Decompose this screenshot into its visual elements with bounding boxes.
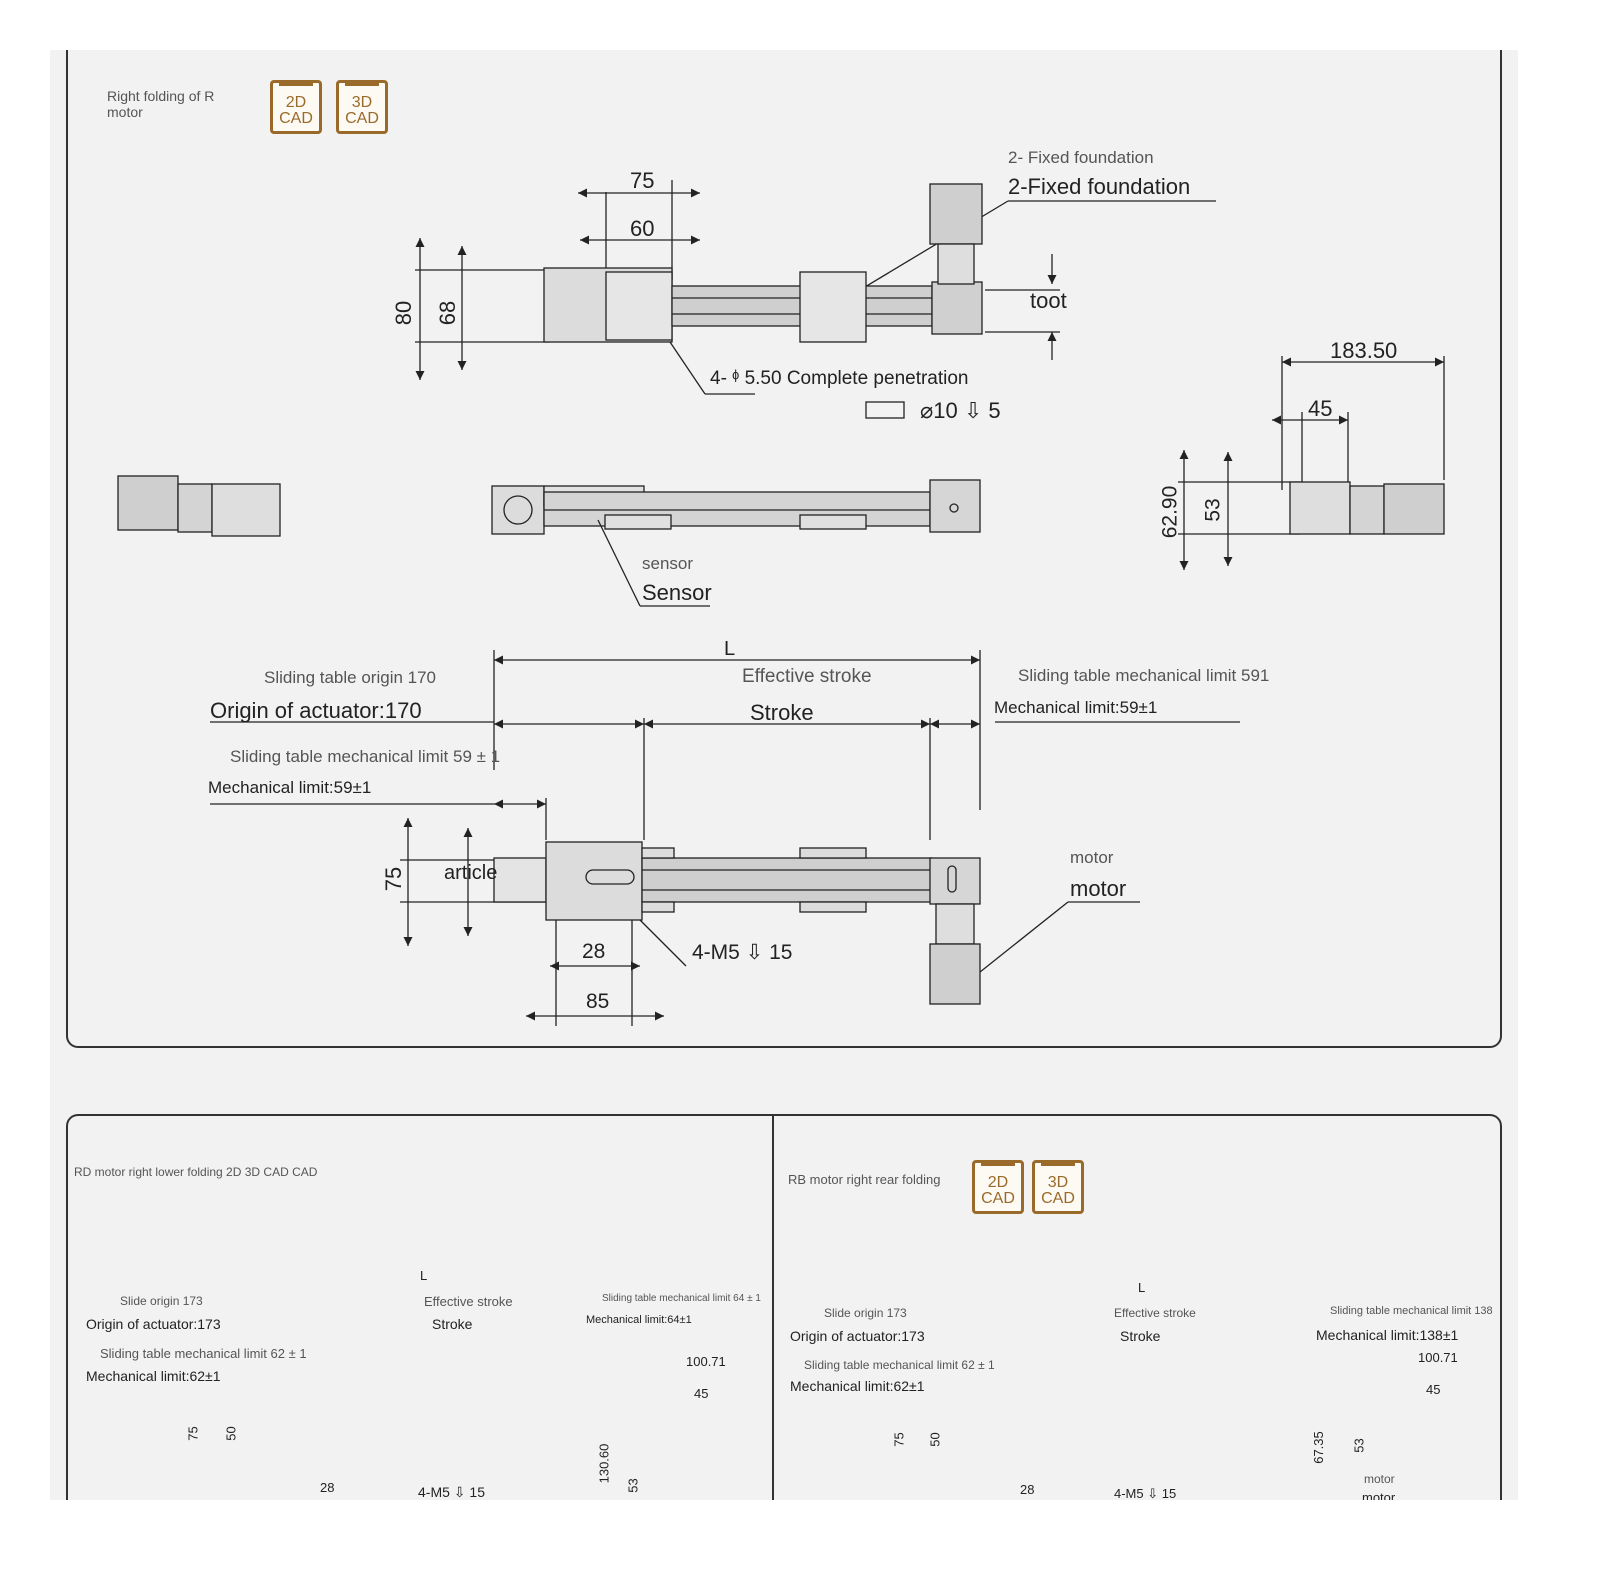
sensor-label: Sensor <box>642 580 712 605</box>
limit-right-label-small: Sliding table mechanical limit 591 <box>1018 666 1270 685</box>
rb-panel-title: RB motor right rear folding <box>788 1172 941 1187</box>
rd-dim-75: 75 <box>185 1426 201 1441</box>
toot-label: toot <box>1030 288 1067 313</box>
article-label: article <box>444 862 498 884</box>
rb-dim-53: 53 <box>1351 1438 1367 1453</box>
rd-dim-130-60: 130.60 <box>596 1443 612 1484</box>
panel-title-line1: Right folding of R <box>107 88 215 104</box>
dim-68: 68 <box>435 300 461 326</box>
cad-2d-sublabel: CAD <box>279 110 313 127</box>
rb-limit-right: Mechanical limit:138±1 <box>1316 1327 1459 1343</box>
rb-dim-45: 45 <box>1426 1382 1441 1397</box>
foundation-label: 2-Fixed foundation <box>1008 174 1191 199</box>
dim-53: 53 <box>1201 498 1225 522</box>
rd-dim-45: 45 <box>694 1386 709 1401</box>
limit-left-label-small: Sliding table mechanical limit 59 ± 1 <box>230 747 501 766</box>
rb-cad-3d-button[interactable]: 3D CAD <box>1032 1160 1084 1214</box>
rb-limit-left: Mechanical limit:62±1 <box>790 1378 925 1394</box>
rb-origin: Origin of actuator:173 <box>790 1328 925 1344</box>
rd-dim-53: 53 <box>625 1478 641 1493</box>
foundation-label-small: 2- Fixed foundation <box>1008 148 1154 167</box>
limit-right-label: Mechanical limit:59±1 <box>994 698 1158 717</box>
rd-limit-right: Mechanical limit:64±1 <box>586 1314 692 1326</box>
dim-45: 45 <box>1308 396 1333 421</box>
rb-dim-67-35: 67.35 <box>1310 1431 1326 1464</box>
rb-dim-100-71: 100.71 <box>1418 1350 1458 1365</box>
rd-length-L: L <box>420 1268 428 1283</box>
rb-cad-2d-label: 2D <box>987 1174 1009 1191</box>
stroke-label: Stroke <box>750 700 814 725</box>
rb-limit-left-small: Sliding table mechanical limit 62 ± 1 <box>804 1358 995 1372</box>
panel-title-line2: motor <box>107 104 143 120</box>
rd-dim-28: 28 <box>320 1480 335 1495</box>
dim-80: 80 <box>391 300 417 326</box>
rd-dim-100-71: 100.71 <box>686 1354 726 1369</box>
panel-title: Right folding of R motor <box>107 88 214 120</box>
hole-label: 4- ᶲ 5.50 Complete penetration <box>710 368 969 389</box>
rb-stroke: Stroke <box>1120 1328 1161 1344</box>
counterbore-label: ⌀10 ⇩ 5 <box>920 398 1001 423</box>
rb-dim-75: 75 <box>891 1432 907 1447</box>
dim-85: 85 <box>586 990 610 1013</box>
rb-dim-50: 50 <box>927 1432 943 1447</box>
rb-cad-3d-label: 3D <box>1047 1174 1069 1191</box>
cad-3d-button[interactable]: 3D CAD <box>336 80 388 134</box>
cad-3d-sublabel: CAD <box>345 110 379 127</box>
dim-75: 75 <box>630 168 655 193</box>
rd-limit-left-small: Sliding table mechanical limit 62 ± 1 <box>100 1346 307 1361</box>
dim-183-50: 183.50 <box>1330 338 1398 363</box>
rb-cad-2d-sublabel: CAD <box>981 1190 1015 1207</box>
rb-cad-3d-sublabel: CAD <box>1041 1190 1075 1207</box>
bottom-panels <box>66 1114 1502 1500</box>
sensor-label-small: sensor <box>642 554 694 573</box>
dim-28: 28 <box>582 940 606 963</box>
motor-label-small: motor <box>1070 848 1114 867</box>
rb-effective-stroke: Effective stroke <box>1114 1306 1196 1320</box>
cad-2d-label: 2D <box>285 94 307 111</box>
rd-origin-small: Slide origin 173 <box>120 1294 203 1308</box>
rb-m5-label: 4-M5 ⇩ 15 <box>1114 1486 1177 1500</box>
rd-m5-label: 4-M5 ⇩ 15 <box>418 1484 485 1500</box>
dim-62-90: 62.90 <box>1158 485 1182 539</box>
panel-divider <box>772 1114 774 1500</box>
cad-3d-label: 3D <box>351 94 373 111</box>
origin-label: Origin of actuator:170 <box>210 698 422 723</box>
motor-label: motor <box>1070 876 1127 901</box>
rb-length-L: L <box>1138 1280 1146 1295</box>
rd-limit-right-small: Sliding table mechanical limit 64 ± 1 <box>602 1293 761 1304</box>
rd-effective-stroke: Effective stroke <box>424 1294 513 1309</box>
cad-2d-button[interactable]: 2D CAD <box>270 80 322 134</box>
rd-limit-left: Mechanical limit:62±1 <box>86 1368 221 1384</box>
rb-motor-small: motor <box>1364 1472 1395 1486</box>
dim-75-bottom: 75 <box>381 866 407 892</box>
origin-label-small: Sliding table origin 170 <box>264 668 437 687</box>
limit-left-label: Mechanical limit:59±1 <box>208 778 372 797</box>
rd-origin: Origin of actuator:173 <box>86 1316 221 1332</box>
length-L: L <box>724 638 736 660</box>
rb-cad-2d-button[interactable]: 2D CAD <box>972 1160 1024 1214</box>
rb-motor: motor <box>1362 1490 1396 1500</box>
rd-dim-50: 50 <box>223 1426 239 1441</box>
effective-stroke-label: Effective stroke <box>742 666 872 687</box>
drawing-sheet: Right folding of R motor 2D CAD 3D CAD 7… <box>50 50 1518 1500</box>
rb-dim-28: 28 <box>1020 1482 1035 1497</box>
m5-hole-label: 4-M5 ⇩ 15 <box>692 941 793 964</box>
dim-60: 60 <box>630 216 655 241</box>
rd-stroke: Stroke <box>432 1316 473 1332</box>
rb-origin-small: Slide origin 173 <box>824 1306 907 1320</box>
rd-panel-title: RD motor right lower folding 2D 3D CAD C… <box>74 1165 318 1179</box>
rb-limit-right-small: Sliding table mechanical limit 138 <box>1330 1305 1493 1317</box>
